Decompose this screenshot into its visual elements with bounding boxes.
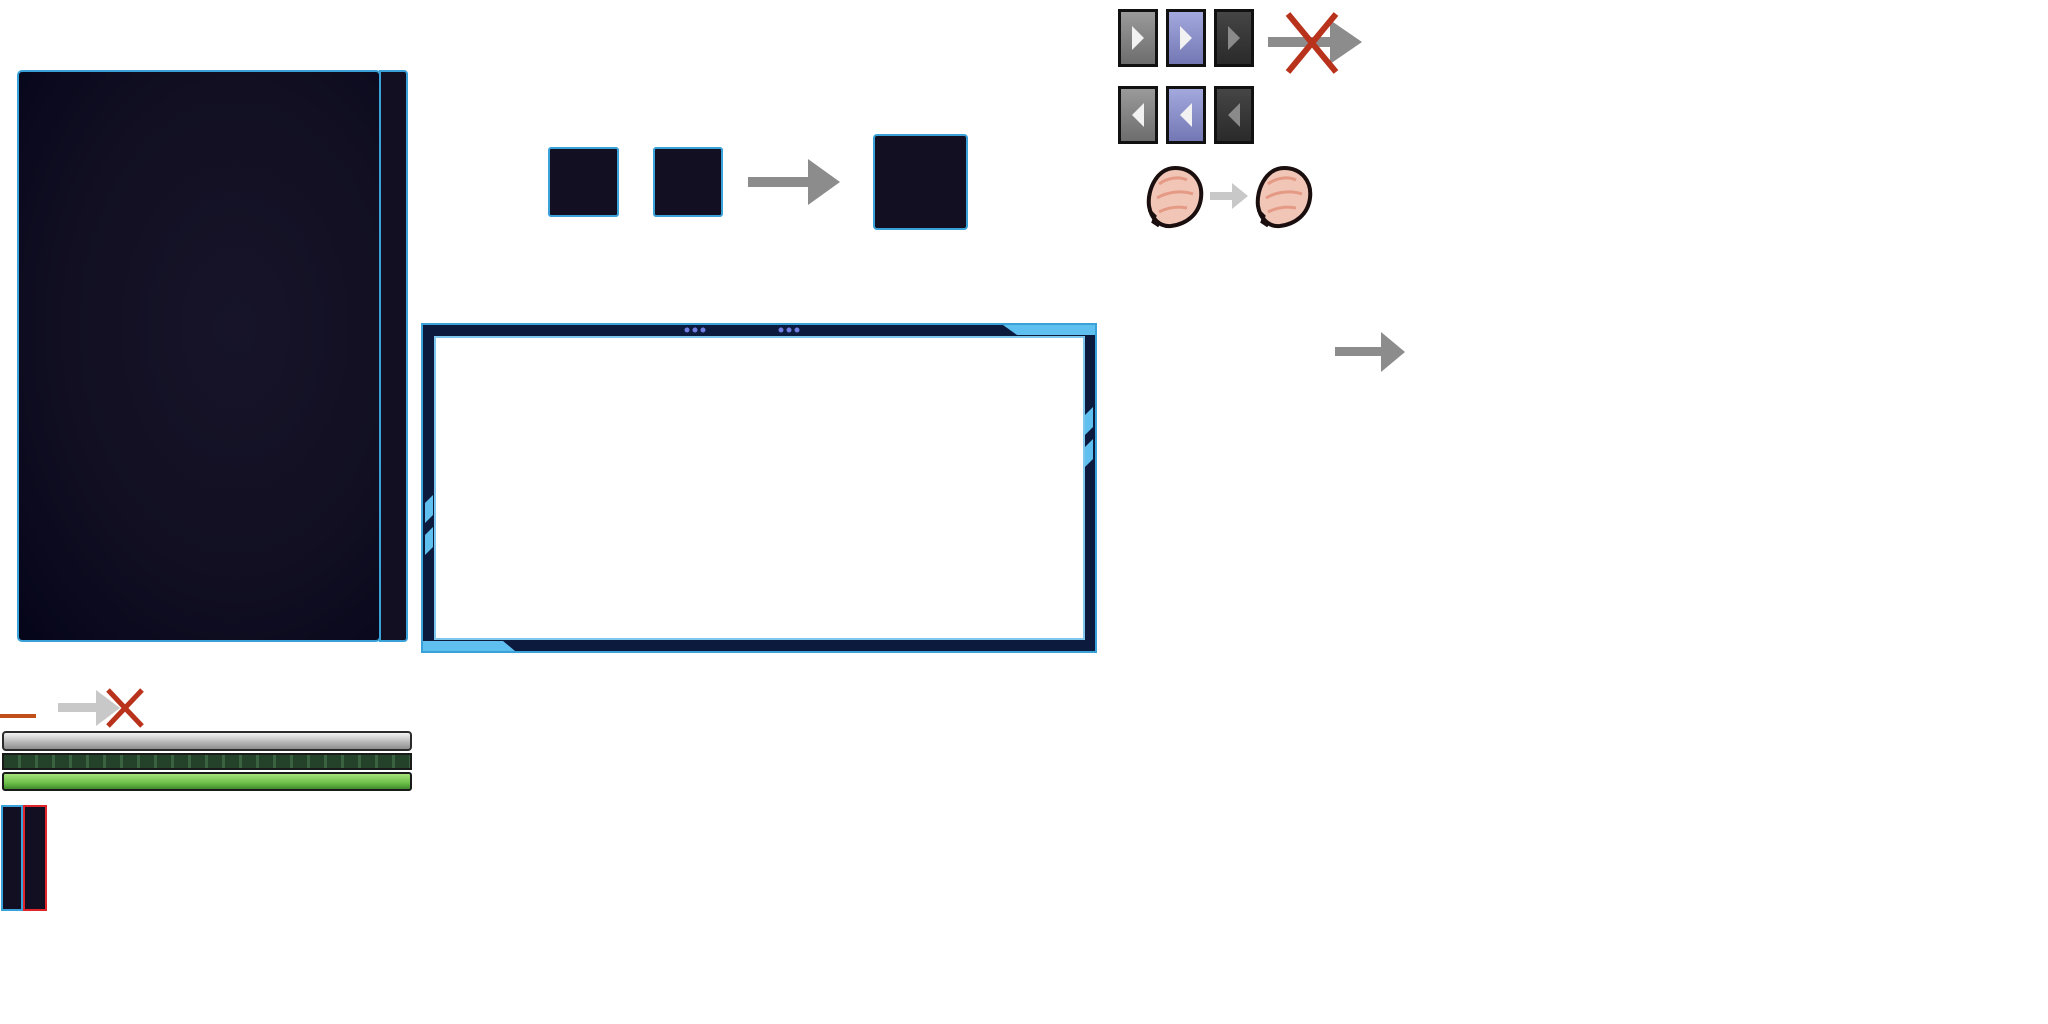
output-slot[interactable] — [873, 134, 968, 230]
triangle-left-icon — [1228, 103, 1240, 127]
egg-icon — [1145, 164, 1205, 230]
triangle-right-icon — [1180, 26, 1192, 50]
triangle-right-icon — [1228, 26, 1240, 50]
mini-slot-normal — [1, 805, 23, 911]
triangle-left-icon — [1132, 103, 1144, 127]
input-slot-1[interactable] — [548, 147, 619, 217]
input-slot-2[interactable] — [653, 147, 723, 217]
cross-icon — [106, 688, 144, 728]
inventory-panel-background — [17, 70, 381, 642]
prev-page-button-hover[interactable] — [1166, 86, 1206, 144]
frame-content-area — [434, 336, 1085, 640]
triangle-left-icon — [1180, 103, 1192, 127]
blocked-arrow — [1268, 10, 1362, 76]
arrow-right-icon — [748, 151, 840, 213]
next-page-button-hover[interactable] — [1166, 9, 1206, 67]
mini-slot-selected — [23, 805, 47, 911]
progress-bar-empty — [2, 753, 412, 770]
cross-icon — [1285, 12, 1339, 74]
triangle-right-icon — [1132, 26, 1144, 50]
egg-icon — [1254, 164, 1314, 230]
progress-bar-frame-silver — [2, 731, 412, 751]
blocked-small-arrow — [58, 686, 146, 730]
next-page-button[interactable] — [1118, 9, 1158, 67]
panel-side-strip — [379, 70, 408, 642]
progress-bar-full — [2, 772, 412, 791]
prev-page-button[interactable] — [1118, 86, 1158, 144]
arrow-right-icon — [1335, 326, 1405, 378]
prev-page-button-disabled — [1214, 86, 1254, 144]
next-page-button-disabled — [1214, 9, 1254, 67]
orange-marker-line — [0, 714, 36, 718]
small-arrow-right-icon — [1210, 181, 1248, 211]
